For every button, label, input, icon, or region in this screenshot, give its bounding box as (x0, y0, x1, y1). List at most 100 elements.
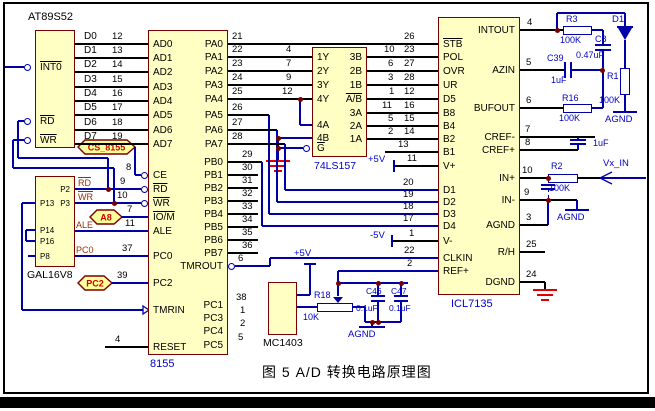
wire (520, 251, 545, 253)
pin-label-i8155-pa5: PA5 (204, 110, 223, 121)
chip-label-at89s52: AT89S52 (28, 11, 74, 23)
inverter-bubble-icon (228, 262, 235, 270)
wire (21, 203, 23, 310)
pin-label-gal16v8-p3: P3 (60, 199, 70, 208)
pin-label-icl7135-stb: STB (443, 39, 463, 50)
wire (556, 13, 558, 30)
wire (122, 216, 148, 218)
junction-dot (111, 200, 117, 206)
wire (228, 174, 258, 176)
label: 10 (384, 44, 395, 55)
label: 1 (389, 86, 395, 97)
resistor-r2 (548, 174, 578, 183)
wire (274, 170, 282, 172)
junction-dot (297, 96, 303, 102)
label: 31 (242, 175, 253, 186)
pin-label-ls157-3y: 3Y (317, 80, 330, 91)
wire (367, 98, 438, 100)
label: 6 (238, 253, 244, 264)
wire (371, 295, 385, 297)
label: 13 (398, 139, 409, 150)
wire (228, 56, 312, 58)
wire (602, 30, 604, 45)
pin-label-i8155-wr: WR (153, 198, 170, 209)
drawing-frame (3, 2, 649, 394)
pin-label-i8155-pa4: PA4 (204, 94, 223, 105)
pin-label-icl7135-ur: UR (443, 80, 458, 91)
pin-label-icl7135-in: IN+ (499, 173, 515, 184)
junction-dot (375, 319, 381, 325)
wire (269, 258, 271, 266)
wire (520, 69, 564, 71)
resistor-r3 (563, 26, 592, 35)
pin-label-icl7135-azin: AZIN (492, 65, 515, 76)
label: 18 (403, 201, 414, 212)
wire (367, 70, 438, 72)
pin-label-icl7135-b2: B2 (443, 134, 456, 145)
label: 35 (242, 227, 253, 238)
pin-label-i8155-ad0: AD0 (153, 39, 173, 50)
pin-label-ls157-2y: 2Y (317, 66, 330, 77)
label: R16 (562, 93, 579, 103)
pin-label-gal16v8-p2: P2 (60, 185, 70, 194)
wire (228, 114, 269, 116)
net-label-pc0: PC0 (76, 245, 94, 255)
wire (228, 98, 312, 100)
pin-label-ls157-3a: 3A (349, 108, 362, 119)
wire (377, 283, 379, 296)
wire (228, 161, 262, 163)
pin-label-i8155-ad7: AD7 (153, 139, 173, 150)
label: 18 (112, 117, 123, 128)
figure-caption: 图 5 A/D 转换电路原理图 (262, 364, 432, 380)
label: 0.1uF (356, 303, 378, 313)
wire (400, 301, 402, 322)
wire (75, 100, 148, 102)
wire (570, 62, 572, 78)
label: 12 (112, 31, 123, 42)
pin-label-gal16v8-p14: P14 (40, 226, 55, 235)
label: 9 (120, 176, 126, 187)
pin-label-i8155-pa7: PA7 (204, 139, 223, 150)
label: 3 (526, 212, 532, 223)
wire (602, 50, 604, 70)
pin-label-i8155-ad5: AD5 (153, 110, 173, 121)
pin-label-at89s52-rd: RD (40, 116, 55, 127)
label: 17 (403, 213, 414, 224)
wire (262, 225, 438, 227)
pin-label-at89s52-wr: WR (40, 135, 57, 146)
wire (578, 177, 600, 179)
wire (235, 265, 270, 267)
junction-dot (554, 27, 560, 33)
wire (364, 307, 366, 322)
label: 21 (232, 31, 243, 42)
inverter-bubble-icon (24, 63, 31, 71)
wire (228, 84, 312, 86)
junction-dot (545, 175, 551, 181)
label: 5 (388, 113, 394, 124)
label: 24 (232, 72, 243, 83)
label: R3 (566, 14, 578, 24)
power-label-p5v: +5V (368, 154, 386, 165)
label: 16 (404, 100, 415, 111)
pin-label-i8155-pb0: PB0 (204, 157, 223, 168)
label: 10 (117, 190, 128, 201)
pin-label-i8155-pb7: PB7 (204, 248, 223, 259)
chip-label-icl7135: ICL7135 (451, 298, 493, 310)
label: 9 (524, 187, 530, 198)
wire (367, 138, 438, 140)
wire (22, 202, 35, 204)
label: R2 (551, 161, 563, 171)
wire (624, 13, 626, 27)
junction-dot (375, 280, 381, 286)
junction-dot (369, 319, 375, 325)
pin-label-icl7135-rh: R/H (497, 247, 515, 258)
pin-label-icl7135-intout: INTOUT (477, 25, 515, 36)
wire (624, 95, 626, 112)
label: 28 (232, 131, 243, 142)
pin-label-i8155-pc2: PC2 (153, 278, 173, 289)
label: 23 (232, 58, 243, 69)
wire (520, 136, 595, 138)
wire (228, 187, 258, 189)
